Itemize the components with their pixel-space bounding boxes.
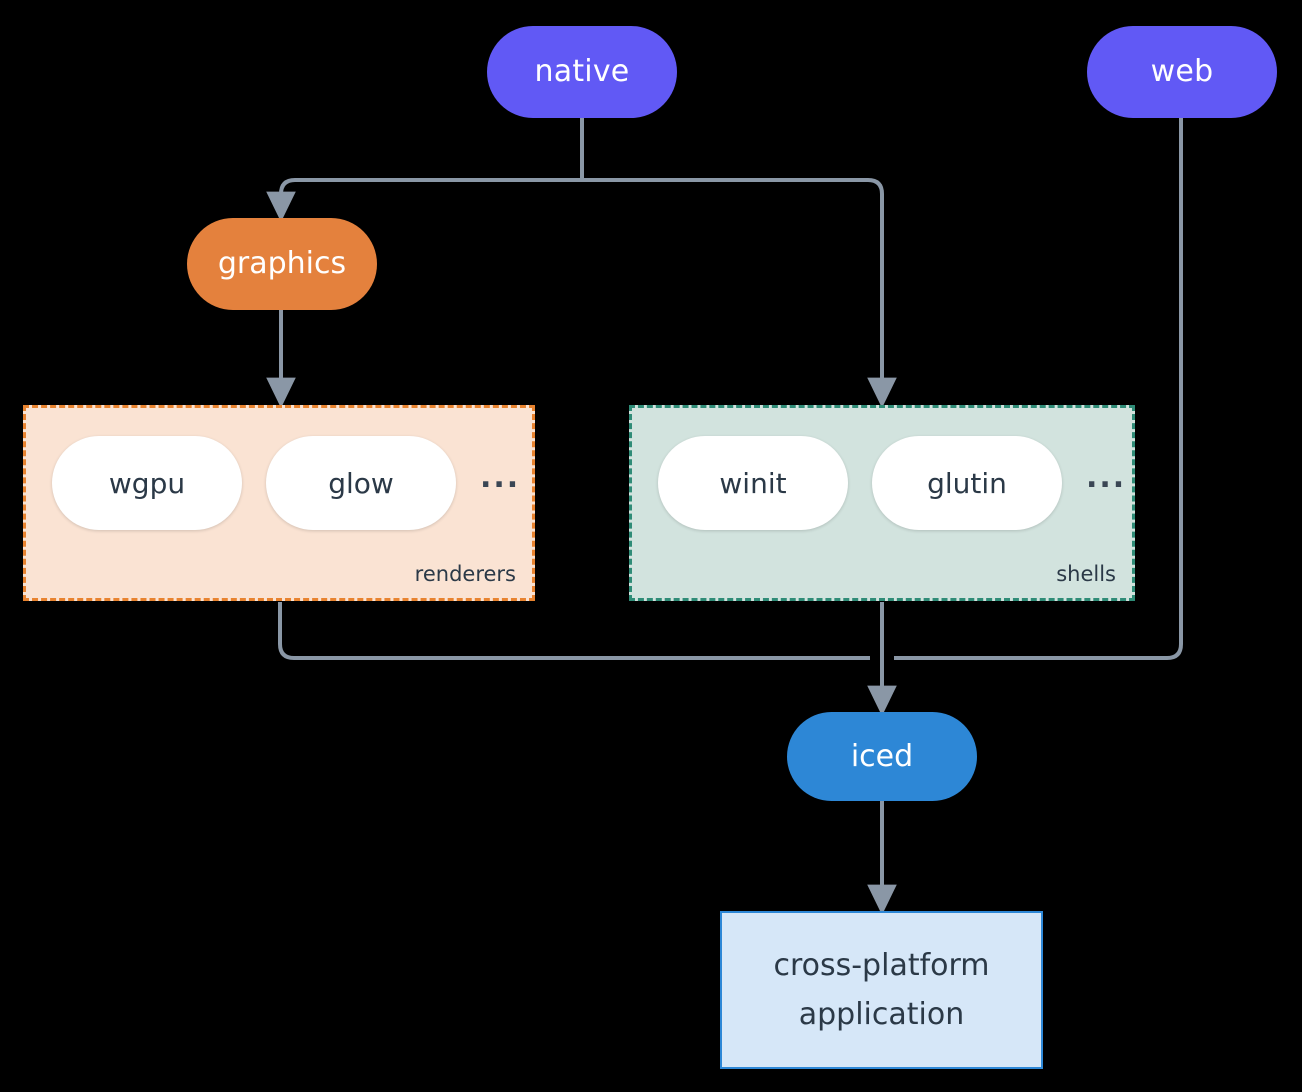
- group-shells-items: winit glutin ...: [632, 436, 1126, 530]
- node-application[interactable]: cross-platform application: [720, 911, 1043, 1069]
- node-web[interactable]: web: [1087, 26, 1277, 118]
- shells-ellipsis: ...: [1086, 460, 1127, 495]
- chip-winit[interactable]: winit: [658, 436, 848, 530]
- chip-glow[interactable]: glow: [266, 436, 456, 530]
- node-iced[interactable]: iced: [787, 712, 977, 801]
- group-renderers-items: wgpu glow ...: [26, 436, 520, 530]
- node-native-label: native: [534, 54, 630, 90]
- node-native[interactable]: native: [487, 26, 677, 118]
- group-shells: winit glutin ... shells: [629, 405, 1135, 601]
- node-graphics[interactable]: graphics: [187, 218, 377, 310]
- node-graphics-label: graphics: [217, 246, 347, 282]
- edge-renderers-to-iced: [278, 602, 870, 660]
- node-iced-label: iced: [850, 738, 914, 774]
- node-application-line2: application: [798, 997, 965, 1032]
- chip-winit-label: winit: [719, 466, 787, 500]
- group-shells-label: shells: [1056, 562, 1116, 586]
- edge-native-to-shells: [582, 178, 897, 409]
- renderers-ellipsis: ...: [480, 460, 521, 495]
- group-renderers: wgpu glow ... renderers: [23, 405, 535, 601]
- chip-glutin[interactable]: glutin: [872, 436, 1062, 530]
- chip-wgpu-label: wgpu: [108, 466, 186, 500]
- group-renderers-label: renderers: [414, 562, 516, 586]
- node-web-label: web: [1150, 54, 1214, 90]
- chip-glutin-label: glutin: [927, 466, 1007, 500]
- edge-native-to-graphics: [266, 178, 582, 223]
- chip-wgpu[interactable]: wgpu: [52, 436, 242, 530]
- node-application-line1: cross-platform: [773, 947, 990, 983]
- chip-glow-label: glow: [328, 466, 394, 500]
